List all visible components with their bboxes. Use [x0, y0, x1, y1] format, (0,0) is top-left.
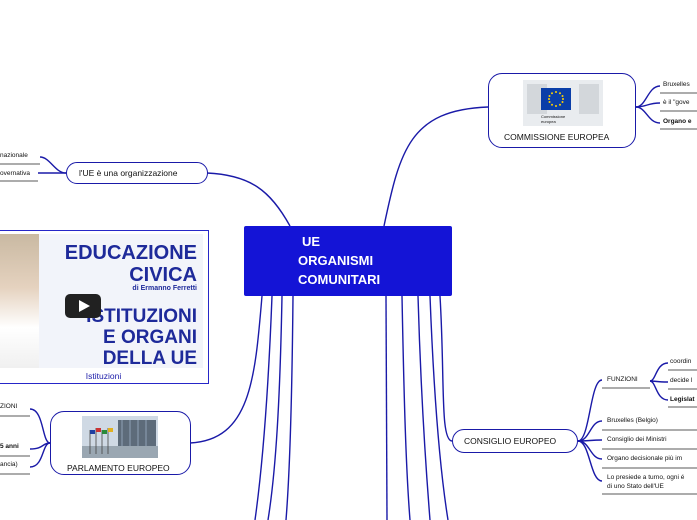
- topic-parlamento-europeo[interactable]: PARLAMENTO EUROPEO: [50, 411, 191, 475]
- video-author: di Ermanno Ferretti: [132, 285, 197, 292]
- video-card[interactable]: EDUCAZIONE CIVICA di Ermanno Ferretti IS…: [0, 230, 209, 384]
- topic-organizzazione-label: l'UE è una organizzazione: [79, 168, 178, 178]
- parlamento-subitem-2[interactable]: 5 anni: [0, 443, 19, 450]
- funzioni-subitem-3[interactable]: Legislat: [670, 396, 695, 403]
- topic-commissione-label: COMMISSIONE EUROPEA: [504, 132, 610, 142]
- central-title-line3: COMUNITARI: [298, 272, 381, 287]
- commissione-logo-text-1: Commissione: [541, 114, 566, 119]
- consiglio-subitem-4-line1[interactable]: Lo presiede a turno, ogni é: [607, 474, 685, 481]
- consiglio-funzioni-label[interactable]: FUNZIONI: [607, 376, 638, 383]
- video-title-line2: CIVICA: [129, 264, 197, 286]
- topic-consiglio-label: CONSIGLIO EUROPEO: [464, 436, 557, 446]
- topic-commissione-europea[interactable]: Commissione europea COMMISSIONE EUROPEA: [488, 73, 636, 148]
- video-subtitle-line2: E ORGANI: [103, 327, 197, 348]
- funzioni-subitem-2[interactable]: decide l: [670, 377, 693, 384]
- commissione-logo-text-2: europea: [541, 119, 556, 124]
- topic-parlamento-label: PARLAMENTO EUROPEO: [67, 463, 170, 473]
- commissione-logo: [523, 80, 603, 126]
- parlamento-subitem-1[interactable]: ZIONI: [0, 403, 18, 410]
- topic-consiglio-europeo[interactable]: CONSIGLIO EUROPEO: [452, 429, 578, 453]
- commissione-subitem-3[interactable]: Organo e: [663, 118, 692, 125]
- topic-organizzazione[interactable]: l'UE è una organizzazione: [66, 162, 208, 184]
- consiglio-subitem-2[interactable]: Consiglio dei Ministri: [607, 436, 667, 443]
- commissione-subitem-1[interactable]: Bruxelles: [663, 81, 690, 88]
- video-caption: Istituzioni: [85, 371, 122, 381]
- parlamento-subitem-3[interactable]: ancia): [0, 461, 18, 468]
- consiglio-subitem-1[interactable]: Bruxelles (Belgio): [607, 417, 658, 424]
- central-topic[interactable]: UE ORGANISMI COMUNITARI: [244, 226, 452, 296]
- video-title-line1: EDUCAZIONE: [64, 242, 197, 264]
- org-subitem-2[interactable]: overnativa: [0, 170, 30, 177]
- consiglio-subitem-3[interactable]: Organo decisionale più im: [607, 455, 683, 462]
- central-title-line1: UE: [302, 234, 321, 249]
- central-title-line2: ORGANISMI: [298, 253, 374, 268]
- consiglio-subitem-4-line2: di uno Stato dell'UE: [607, 483, 664, 490]
- org-subitem-1[interactable]: nazionale: [0, 152, 28, 159]
- video-thumbnail[interactable]: EDUCAZIONE CIVICA di Ermanno Ferretti IS…: [0, 234, 203, 368]
- funzioni-subitem-1[interactable]: coordin: [670, 358, 692, 365]
- play-icon[interactable]: [65, 294, 101, 318]
- person-photo: [0, 234, 39, 368]
- video-subtitle-line1: ISTITUZIONI: [86, 306, 197, 327]
- parliament-building-image: [82, 416, 158, 458]
- video-subtitle-line3: DELLA UE: [102, 348, 197, 368]
- commissione-subitem-2[interactable]: è il "gove: [663, 99, 690, 106]
